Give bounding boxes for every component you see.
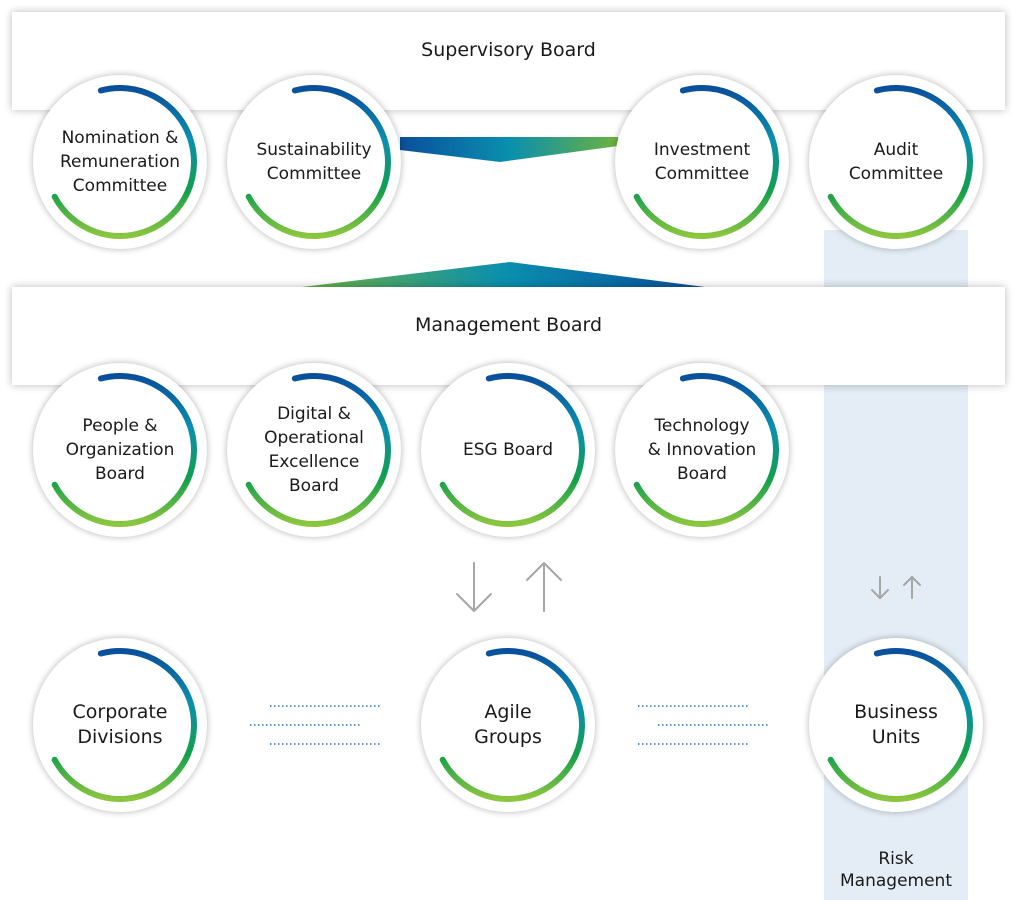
business-units-node: Business Units (809, 638, 983, 812)
ring-arc (51, 648, 197, 802)
ring-arc (827, 648, 973, 802)
risk-management-label: Risk Management (840, 849, 952, 891)
technology-innovation-board-label: Technology & Innovation Board (647, 416, 757, 484)
ring-arc (245, 373, 391, 527)
technology-innovation-board-node: Technology & Innovation Board (615, 363, 789, 537)
digital-operational-excellence-board-node: Digital & Operational Excellence Board (227, 363, 401, 537)
agile-groups-label: Agile Groups (474, 701, 542, 748)
audit-committee-node: Audit Committee (809, 75, 983, 249)
investment-committee-node: Investment Committee (615, 75, 789, 249)
ring-arc (245, 85, 391, 239)
management-board-title: Management Board (414, 314, 603, 336)
ring-arc (439, 373, 585, 527)
up-arrow-icon (526, 562, 562, 612)
agile-groups-node: Agile Groups (421, 638, 595, 812)
ring-arc (51, 373, 197, 527)
people-organization-board-node: People & Organization Board (33, 363, 207, 537)
corporate-divisions-label: Corporate Divisions (72, 701, 168, 748)
supervisory-connector-band (400, 137, 618, 162)
risk-down-arrow-icon (871, 576, 889, 599)
down-arrow-icon (456, 562, 492, 612)
esg-board-label: ESG Board (462, 440, 554, 460)
audit-committee-label: Audit Committee (848, 140, 944, 184)
digital-operational-excellence-board-label: Digital & Operational Excellence Board (264, 404, 364, 496)
esg-board-node: ESG Board (421, 363, 595, 537)
ring-arc (633, 373, 779, 527)
nomination-committee-node: Nomination & Remuneration Committee (33, 75, 207, 249)
corporate-divisions-node: Corporate Divisions (33, 638, 207, 812)
sustainability-committee-node: Sustainability Committee (227, 75, 401, 249)
ring-arc (827, 85, 973, 239)
nomination-committee-label: Nomination & Remuneration Committee (59, 128, 181, 196)
business-units-label: Business Units (854, 701, 938, 748)
ring-arc (439, 648, 585, 802)
risk-up-arrow-icon (903, 576, 921, 599)
sustainability-committee-label: Sustainability Committee (256, 140, 372, 184)
management-connector-band (302, 262, 705, 287)
supervisory-board: Supervisory Board (12, 12, 1005, 110)
supervisory-board-title: Supervisory Board (421, 39, 596, 61)
ring-arc (633, 85, 779, 239)
investment-committee-label: Investment Committee (653, 140, 751, 184)
ring-arc (51, 85, 197, 239)
people-organization-board-label: People & Organization Board (65, 416, 175, 484)
